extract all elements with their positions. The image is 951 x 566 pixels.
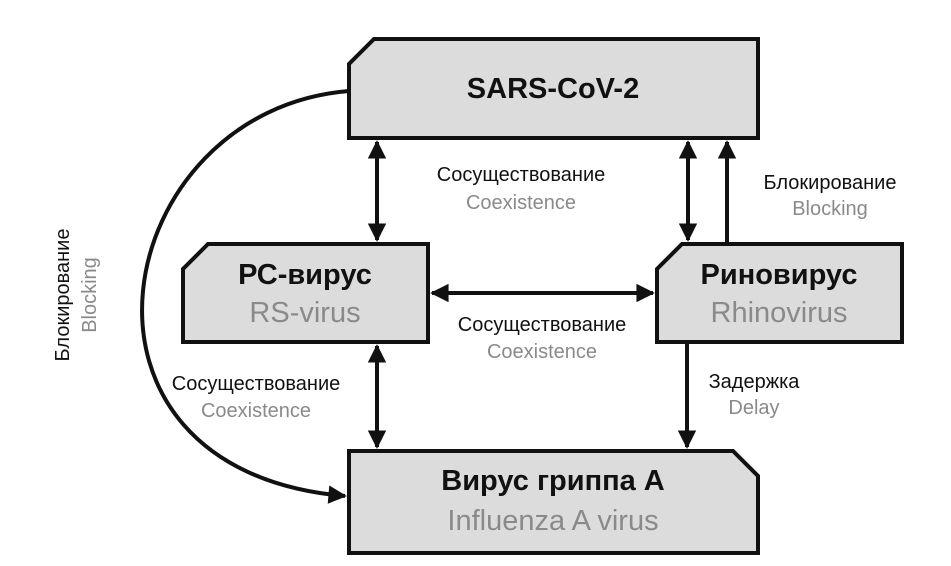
- rsv-rhino-edge-label-ru: Сосуществование: [458, 314, 626, 336]
- sars-flu-blocking-arrow: [140, 89, 350, 504]
- sars-rsv-edge-label-ru: Сосуществование: [437, 164, 605, 186]
- rsv-rhino-edge-label-en: Coexistence: [487, 341, 597, 363]
- rhinovirus-label-en: Rhinovirus: [711, 297, 848, 329]
- rsv-flu-edge-label-en: Coexistence: [201, 400, 311, 422]
- rs-virus-label-ru: РС-вирус: [238, 259, 372, 291]
- influenza-a-label-en: Influenza A virus: [447, 505, 658, 537]
- rhino-flu-delay-label-ru: Задержка: [709, 371, 801, 393]
- sars-cov-2-label: SARS-CoV-2: [467, 73, 639, 105]
- rhinovirus-box: [655, 242, 904, 344]
- sars-flu-blocking-label-en: Blocking: [79, 257, 101, 333]
- rhinovirus-label-ru: Риновирус: [701, 259, 858, 291]
- rsv-flu-edge-label-ru: Сосуществование: [172, 373, 340, 395]
- rs-virus-box: [181, 242, 430, 344]
- rhino-sars-blocking-label-ru: Блокирование: [764, 172, 897, 194]
- sars-flu-blocking-label-ru: Блокирование: [52, 229, 74, 362]
- influenza-a-label-ru: Вирус гриппа А: [441, 465, 665, 497]
- rs-virus-label-en: RS-virus: [249, 297, 360, 329]
- rhino-sars-blocking-label-en: Blocking: [792, 198, 868, 220]
- sars-rsv-edge-label-en: Coexistence: [466, 192, 576, 214]
- sars-cov-2-box: [347, 37, 760, 140]
- influenza-a-box: [347, 449, 760, 555]
- rhino-flu-delay-label-en: Delay: [728, 397, 779, 419]
